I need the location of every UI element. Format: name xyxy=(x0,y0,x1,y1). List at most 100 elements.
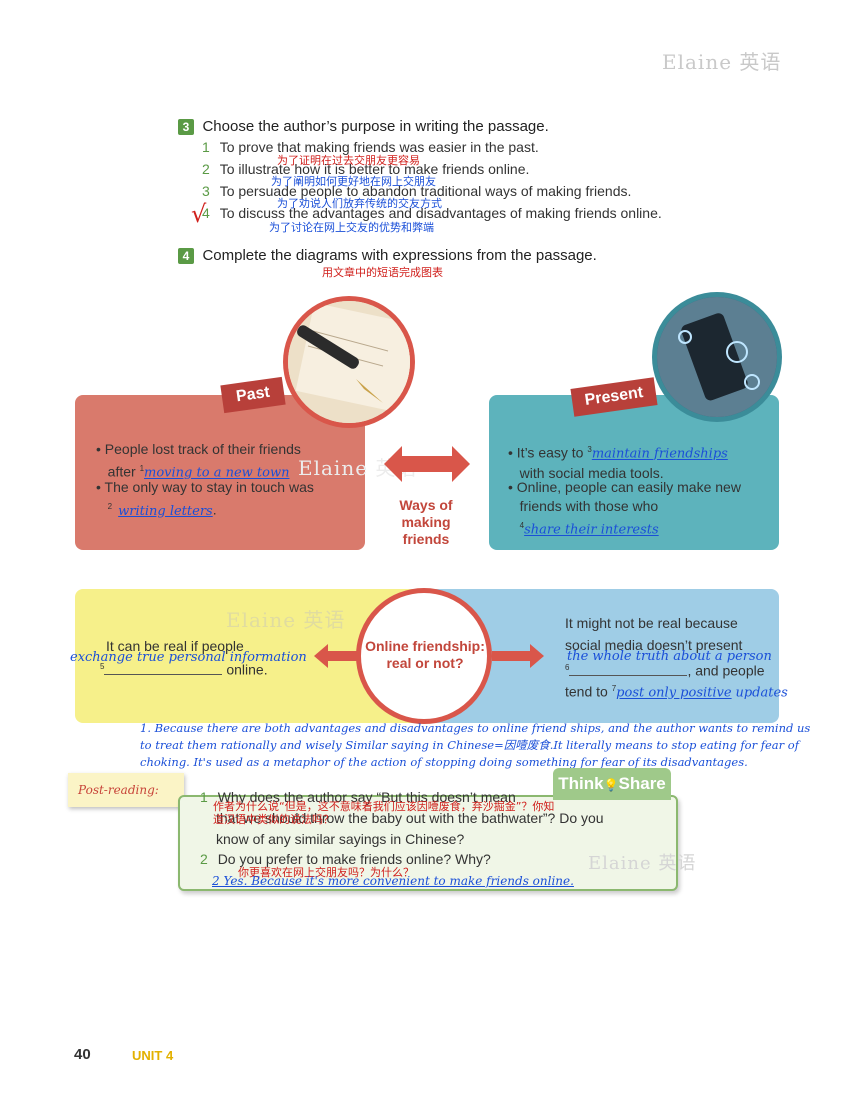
q3-option-2: 2 To illustrate how it is better to make… xyxy=(202,161,529,177)
q3-title: Choose the author’s purpose in writing t… xyxy=(202,118,549,135)
answer-4: share their interests xyxy=(524,522,659,538)
question-text: that we should throw the baby out with t… xyxy=(216,810,604,826)
think-share-box xyxy=(178,795,678,891)
bullet-text: , and people xyxy=(687,662,765,679)
past-bullet-1: • People lost track of their friends aft… xyxy=(96,441,301,481)
answer-3: maintain friendships xyxy=(591,446,728,462)
blank-number: 6 xyxy=(565,663,570,672)
think-q1-note: 作者为什么说“但是，这不意味着我们应该因噎废食，弃沙掘金”？你知 道汉语中类似的… xyxy=(213,800,663,826)
q3-note-4: 为了讨论在网上交友的优势和弊端 xyxy=(269,221,434,234)
option-text: To prove that making friends was easier … xyxy=(219,139,539,155)
present-panel xyxy=(489,395,779,550)
question-number: 1 xyxy=(200,789,208,805)
fountain-pen-icon xyxy=(288,301,410,423)
blank-number: 7 xyxy=(611,684,617,693)
blank-number: 4 xyxy=(519,521,525,530)
question-text: Do you prefer to make friends online? Wh… xyxy=(217,851,491,867)
center-line-2: real or not? xyxy=(386,655,464,671)
not-real-text-3: 6 , and people xyxy=(565,658,765,681)
blank-number: 1 xyxy=(139,464,145,473)
answer-7-tail: updates xyxy=(735,685,788,701)
option-text: To illustrate how it is better to make f… xyxy=(219,161,530,177)
blank-number: 2 xyxy=(107,502,113,511)
double-arrow-icon xyxy=(384,446,470,482)
not-real-text-4: tend to 7post only positive updates xyxy=(565,679,788,703)
question-number: 2 xyxy=(200,851,208,867)
q4-note: 用文章中的短语完成图表 xyxy=(322,266,443,279)
lightbulb-icon: 💡 xyxy=(603,778,619,792)
bullet-text: online. xyxy=(226,661,268,678)
right-arrow-icon xyxy=(492,644,544,668)
option-number: 3 xyxy=(202,183,210,199)
ways-label: Ways of making friends xyxy=(399,497,453,547)
real-text-2: 5 online. xyxy=(100,657,268,680)
real-answer: exchange true personal information xyxy=(70,649,307,665)
real-text-1: It can be real if people xyxy=(106,638,244,654)
post-reading-note: Post-reading: xyxy=(68,773,184,807)
think-q2-note: 你更喜欢在网上交朋友吗？为什么？ xyxy=(238,866,414,879)
online-friendship-circle xyxy=(356,588,492,724)
watermark-top: Elaine 英语 xyxy=(662,50,782,74)
blank-number: 5 xyxy=(100,662,105,671)
q3-header: 3 Choose the author’s purpose in writing… xyxy=(178,118,549,136)
q3-note-2: 为了阐明如何更好地在网上交朋友 xyxy=(271,175,436,188)
option-number: 1 xyxy=(202,139,210,155)
note-line: 道汉语中类似的说法吗？ xyxy=(213,813,334,826)
option-text: To persuade people to abandon traditiona… xyxy=(219,183,632,199)
bullet-text: tend to xyxy=(565,683,608,700)
present-bullet-2: • Online, people can easily make new fri… xyxy=(508,479,741,538)
think-q1: 1 Why does the author say “But this does… xyxy=(200,787,660,850)
q3-number: 3 xyxy=(178,119,194,135)
page-number: 40 xyxy=(74,1046,91,1063)
q3-note-1: 为了证明在过去交朋友更容易 xyxy=(277,154,420,167)
question-text: Why does the author say “But this doesn’… xyxy=(217,789,516,805)
question-text: know of any similar sayings in Chinese? xyxy=(216,831,465,847)
q4-number: 4 xyxy=(178,248,194,264)
option-number: 4 xyxy=(202,205,210,221)
think-q2: 2 Do you prefer to make friends online? … xyxy=(200,850,491,869)
answer-5: exchange true personal information xyxy=(70,650,307,665)
not-real-text-1: It might not be real because xyxy=(565,615,738,631)
watermark-panel: Elaine 英语 xyxy=(226,608,346,632)
q4-header: 4 Complete the diagrams with expressions… xyxy=(178,247,597,265)
answer-7: post only positive xyxy=(616,685,732,701)
center-line-1: Online friendship: xyxy=(365,638,485,654)
bullet-text: It’s easy to xyxy=(516,444,584,461)
left-arrow-icon xyxy=(314,644,358,668)
unit-label: UNIT 4 xyxy=(132,1048,174,1063)
option-text: To discuss the advantages and disadvanta… xyxy=(219,205,662,221)
present-photo xyxy=(657,297,777,417)
option-number: 2 xyxy=(202,161,210,177)
think-share-tab: Think💡Share xyxy=(553,768,671,800)
think-q2-answer: 2 Yes. Because it's more convenient to m… xyxy=(212,874,574,888)
past-panel xyxy=(75,395,365,550)
answer-2: writing letters xyxy=(118,503,213,519)
present-bullet-1: • It’s easy to 3maintain friendships wit… xyxy=(508,444,728,481)
think-label: Think xyxy=(558,774,604,793)
not-real-text-2: social media doesn’t present xyxy=(565,637,743,653)
bullet-text: with social media tools. xyxy=(519,464,664,481)
blank-number: 3 xyxy=(587,445,592,454)
note-line: 作者为什么说“但是，这不意味着我们应该因噎废食，弃沙掘金”？你知 xyxy=(213,800,555,813)
share-label: Share xyxy=(618,774,666,793)
bullet-text: The only way to stay in touch was xyxy=(104,479,314,495)
online-friendship-label: Online friendship: real or not? xyxy=(360,638,490,672)
check-mark-icon: √ xyxy=(191,200,207,228)
bullet-text: friends with those who xyxy=(519,498,659,514)
q3-option-4: 4 To discuss the advantages and disadvan… xyxy=(202,205,662,221)
watermark-box: Elaine 英语 xyxy=(588,853,697,874)
q4-title: Complete the diagrams with expressions f… xyxy=(202,247,597,264)
bullet-text: after xyxy=(107,463,136,480)
answer-6: the whole truth about a person xyxy=(567,649,772,664)
past-photo xyxy=(288,301,410,423)
q3-option-3: 3 To persuade people to abandon traditio… xyxy=(202,183,631,199)
handwritten-answer-paragraph: 1. Because there are both advantages and… xyxy=(140,721,811,769)
bullet-text: Online, people can easily make new xyxy=(516,479,741,495)
smartphone-icon xyxy=(657,297,777,417)
not-real-answer-6: the whole truth about a person xyxy=(567,647,772,665)
q3-note-3: 为了劝说人们放弃传统的交友方式 xyxy=(277,197,442,210)
q3-option-1: 1 To prove that making friends was easie… xyxy=(202,139,539,155)
bullet-text: People lost track of their friends xyxy=(104,441,301,457)
answer-1: moving to a new town xyxy=(144,465,290,481)
